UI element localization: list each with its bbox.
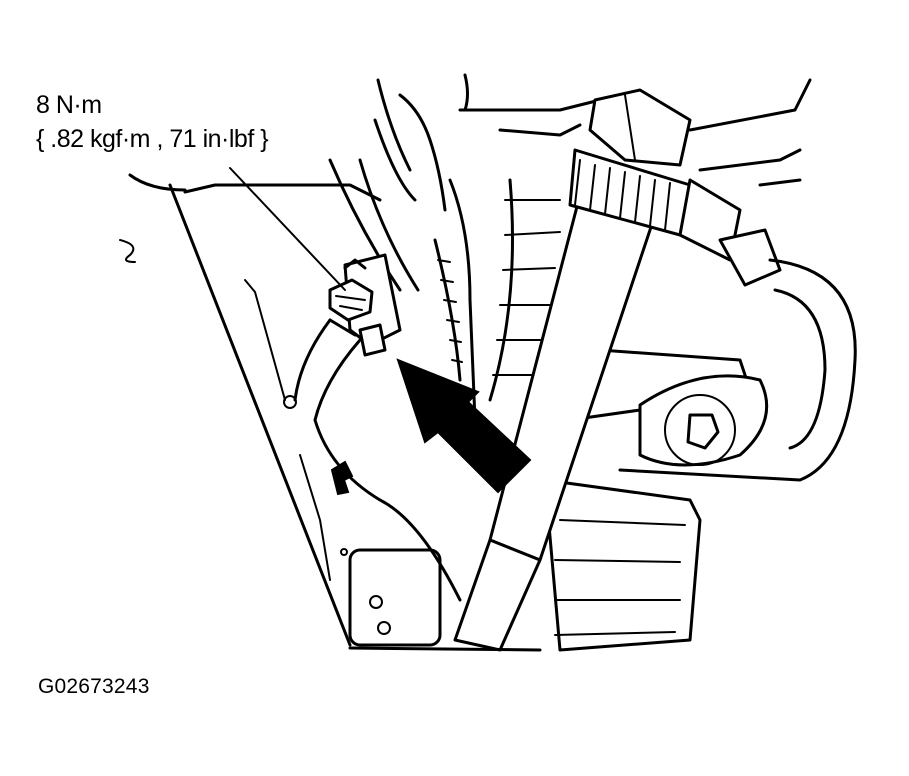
center-housing: [433, 123, 582, 402]
body-panel: [119, 173, 442, 647]
bracket-bolt: [686, 413, 720, 450]
figure-code: G02673243: [38, 675, 150, 698]
high-pressure-hose: [453, 88, 692, 652]
discharge-line: [618, 178, 857, 482]
torque-metric-value: 8 N·m: [36, 91, 102, 119]
arrow-icon: [396, 358, 532, 494]
torque-callout: 8 N·m { .82 kgf·m , 71 in·lbf }: [36, 88, 269, 156]
torque-imperial-value: { .82 kgf·m , 71 in·lbf }: [36, 125, 269, 153]
leader-line: [229, 167, 346, 291]
bolt-icon: [328, 258, 374, 322]
upper-hoses: [328, 73, 602, 422]
bottom-edge: [348, 646, 542, 652]
